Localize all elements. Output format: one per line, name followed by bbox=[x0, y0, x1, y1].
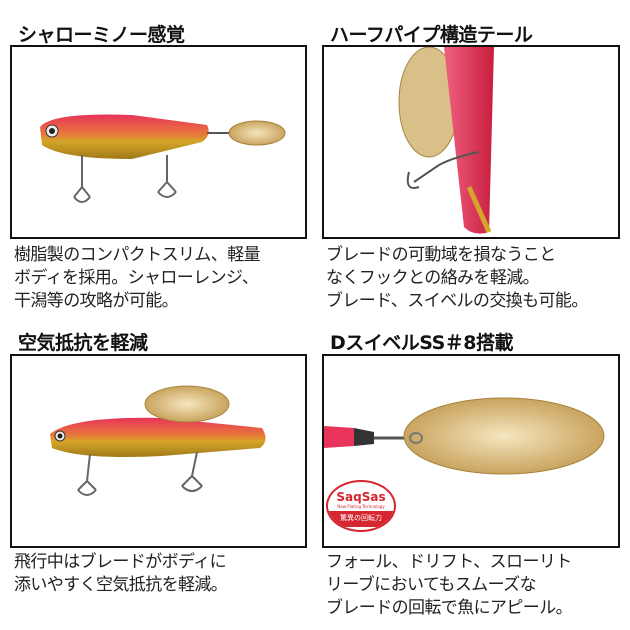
panel-desc-half-pipe-tail: ブレードの可動域を損なうこと なくフックとの絡みを軽減。 ブレード、スイベルの交… bbox=[326, 244, 588, 313]
image-shallow-minnow-lure bbox=[10, 45, 307, 239]
desc-line: ブレードの回転で魚にアピール。 bbox=[326, 598, 573, 618]
panel-desc-shallow-minnow: 樹脂製のコンパクトスリム、軽量 ボディを採用。シャローレンジ、 干潟等の攻略が可… bbox=[14, 244, 261, 313]
panel-title-shallow-minnow: シャローミノー感覚 bbox=[18, 24, 185, 46]
desc-line: ボディを採用。シャローレンジ、 bbox=[14, 268, 259, 288]
desc-line: ブレード、スイベルの交換も可能。 bbox=[326, 291, 588, 311]
desc-line: 干潟等の攻略が可能。 bbox=[14, 291, 179, 311]
image-air-resistance-lure bbox=[10, 354, 307, 548]
desc-line: 樹脂製のコンパクトスリム、軽量 bbox=[14, 245, 261, 265]
desc-line: リーブにおいてもスムーズな bbox=[326, 575, 537, 595]
panel-title-d-swivel: DスイベルSS＃8搭載 bbox=[330, 332, 514, 354]
panel-title-air-resistance: 空気抵抗を軽減 bbox=[18, 332, 148, 354]
panel-desc-air-resistance: 飛行中はブレードがボディに 添いやすく空気抵抗を軽減。 bbox=[14, 551, 228, 597]
saqsas-badge: SaqSas New Plating Technology 驚異の回転力 bbox=[326, 480, 396, 532]
desc-line: なくフックとの絡みを軽減。 bbox=[326, 268, 540, 288]
badge-subtitle: New Plating Technology bbox=[337, 504, 385, 509]
image-half-pipe-tail bbox=[322, 45, 620, 239]
image-d-swivel-blade: SaqSas New Plating Technology 驚異の回転力 bbox=[322, 354, 620, 548]
panel-desc-d-swivel: フォール、ドリフト、スローリト リーブにおいてもスムーズな ブレードの回転で魚に… bbox=[326, 551, 573, 620]
saqsas-logo: SaqSas bbox=[336, 490, 386, 504]
desc-line: ブレードの可動域を損なうこと bbox=[326, 245, 556, 265]
badge-tagline: 驚異の回転力 bbox=[328, 511, 394, 527]
panel-title-half-pipe-tail: ハーフパイプ構造テール bbox=[330, 24, 533, 46]
desc-line: 添いやすく空気抵抗を軽減。 bbox=[14, 575, 228, 595]
desc-line: 飛行中はブレードがボディに bbox=[14, 552, 227, 572]
desc-line: フォール、ドリフト、スローリト bbox=[326, 552, 572, 572]
